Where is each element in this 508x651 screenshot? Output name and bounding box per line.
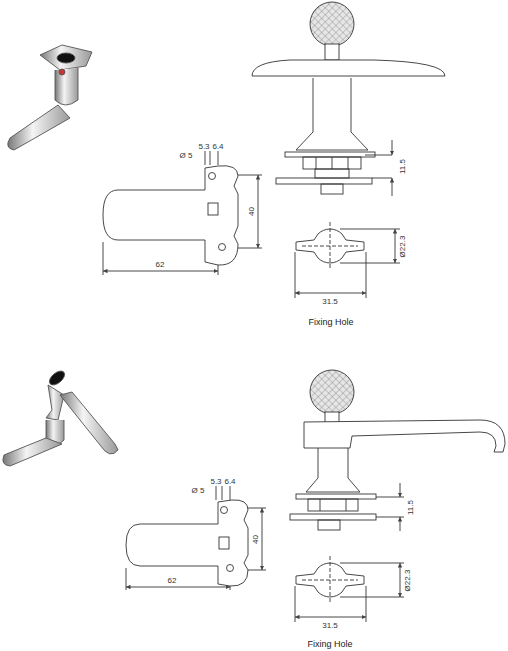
length-dim: 62: [155, 260, 166, 269]
width-dim: 31.5: [321, 621, 339, 630]
diameter-dim: Ø22.3: [403, 568, 412, 592]
fixing-hole-caption: Fixing Hole: [306, 640, 353, 649]
length-dim: 62: [167, 576, 178, 585]
hole-diameter: Ø 5: [191, 486, 206, 495]
hole-diameter: Ø 5: [179, 151, 194, 160]
offset-dim: 5.3: [197, 142, 210, 151]
diameter-dim: Ø22.3: [398, 234, 407, 258]
height-dim: 40: [247, 206, 256, 217]
height-dim: 40: [251, 534, 260, 545]
stack-dim: 11.5: [397, 158, 406, 175]
offset-dim: 5.3: [209, 477, 222, 486]
offset-dim: 6.4: [211, 142, 224, 151]
stack-dim: 11.5: [405, 499, 414, 516]
offset-dim: 6.4: [223, 477, 236, 486]
fixing-hole-caption: Fixing Hole: [307, 318, 354, 327]
width-dim: 31.5: [321, 297, 339, 306]
